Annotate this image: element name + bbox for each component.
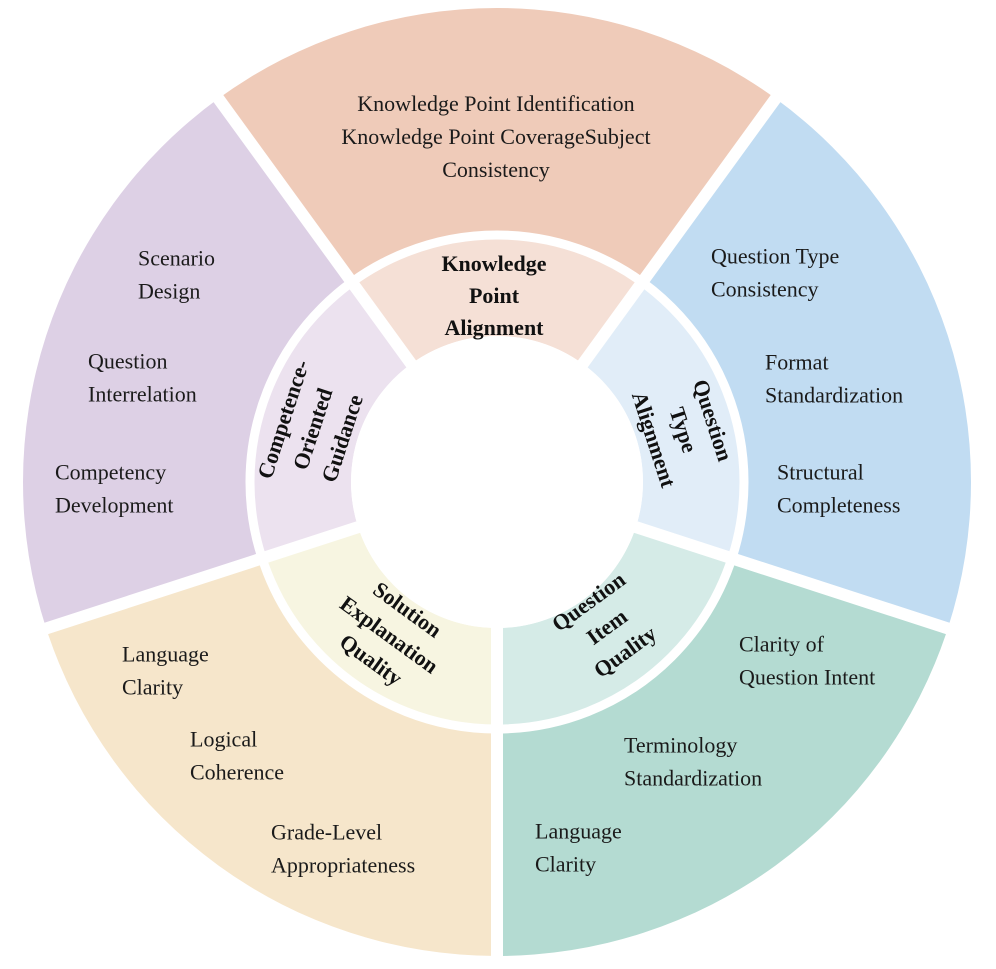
item-quality-inner-wedge [497,527,732,729]
solution-outer-wedge [46,558,497,956]
segment-separator [211,91,419,371]
outer-ring [23,8,971,956]
knowledge-outer-wedge [218,8,776,283]
segment-separator [630,520,954,636]
knowledge-inner-wedge [351,234,643,364]
ring-divider [245,230,749,734]
center-disc [351,336,643,628]
segment-separator [575,91,783,371]
solution-inner-wedge [262,527,497,729]
item-quality-outer-wedge [497,558,948,956]
competence-outer-wedge [23,98,352,629]
question-type-outer-wedge [642,98,971,629]
segment-separator [40,520,364,636]
ring-separators [40,91,954,960]
